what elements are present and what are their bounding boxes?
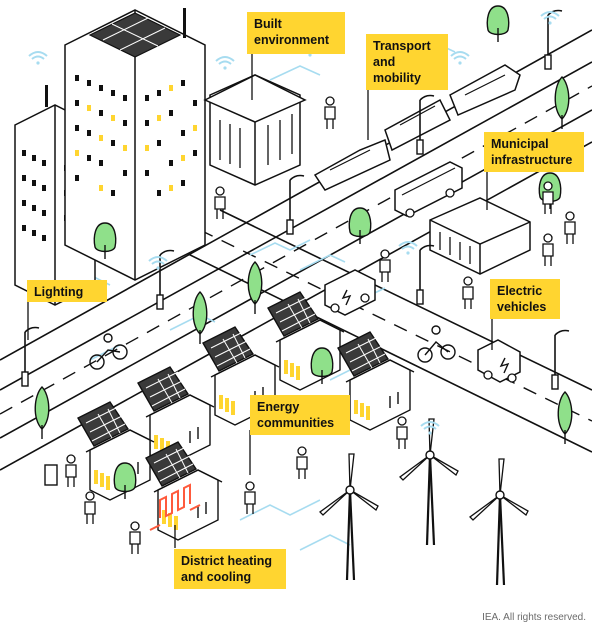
bus-icon [394, 161, 463, 218]
civic-building [203, 74, 307, 186]
trash-bin [44, 464, 58, 486]
label-municipal-infrastructure: Municipal infrastructure [484, 132, 584, 172]
label-district-heating: District heating and cooling [174, 549, 286, 589]
label-transport-mobility: Transport and mobility [366, 34, 448, 90]
tall-building [64, 8, 206, 281]
bicycle-icon [89, 325, 456, 370]
electric-car-icon [477, 339, 521, 383]
copyright-credit: IEA. All rights reserved. [482, 612, 586, 623]
electric-truck-icon [324, 269, 376, 316]
label-leaders [27, 54, 493, 548]
heating-coil [149, 483, 201, 531]
municipal-building [429, 197, 531, 275]
wind-turbine-icon [318, 417, 530, 587]
label-lighting: Lighting [27, 280, 107, 302]
label-energy-communities: Energy communities [250, 395, 350, 435]
label-built-environment: Built environment [247, 12, 345, 54]
label-electric-vehicles: Electric vehicles [490, 279, 560, 319]
train-icon [313, 64, 521, 191]
